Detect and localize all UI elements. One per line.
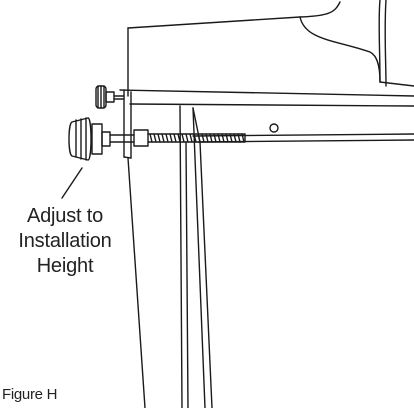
callout-line-2: Installation bbox=[18, 230, 112, 252]
adjustment-knob bbox=[68, 117, 111, 161]
callout-line-1: Adjust to bbox=[26, 205, 104, 227]
frame-leg bbox=[127, 105, 213, 408]
small-knob bbox=[95, 85, 125, 109]
threaded-rod bbox=[109, 129, 246, 147]
figure-caption: Figure H bbox=[2, 386, 58, 403]
unit-housing bbox=[127, 0, 414, 97]
callout-line-3: Height bbox=[36, 255, 94, 277]
callout-label: Adjust to Installation Height bbox=[2, 204, 128, 279]
callout-leader-line bbox=[61, 167, 83, 199]
mounting-plate bbox=[123, 89, 132, 159]
